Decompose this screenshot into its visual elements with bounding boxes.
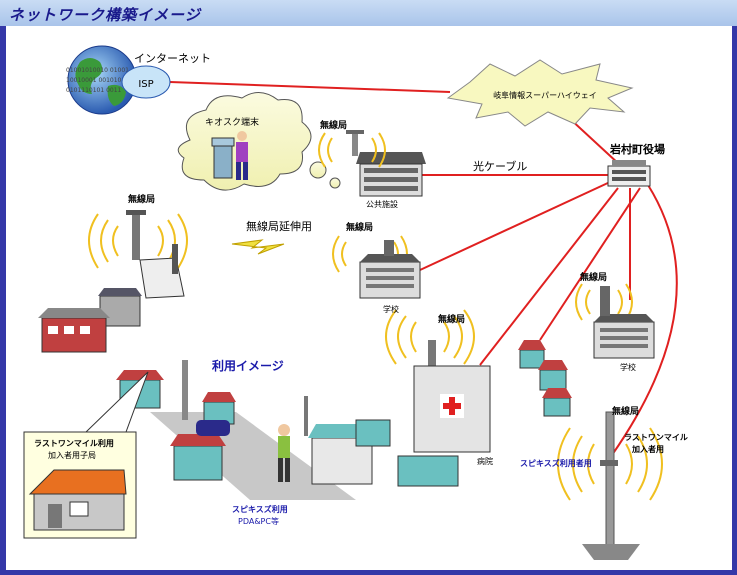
- town-hall-building: [607, 160, 651, 187]
- hotspot-right-label: スピキスズ利用者用: [520, 458, 592, 468]
- town-hall-label: 岩村町役場: [609, 142, 665, 156]
- lastmile-right-label-1: ラストワンマイル: [624, 433, 688, 442]
- wireless-relay-left: [126, 210, 185, 299]
- wireless-left-label: 無線局: [128, 193, 155, 205]
- link-houses: [539, 187, 641, 341]
- wireless-hospital-label: 無線局: [438, 313, 465, 325]
- kiosk-label: キオスク端末: [205, 116, 259, 128]
- school-center-label: 学校: [383, 304, 399, 314]
- fiber-label: 光ケーブル: [473, 159, 527, 173]
- svg-text:10010001 0010101: 10010001 0010101: [66, 77, 125, 84]
- hospital-label: 病院: [477, 456, 493, 466]
- network-diagram: 01001010010 01001 10010001 0010101 01011…: [6, 26, 732, 570]
- wireless-ext-label: 無線局延伸用: [246, 219, 312, 233]
- school-right-building: [593, 286, 655, 359]
- svg-text:0101110101 0011: 0101110101 0011: [66, 87, 122, 94]
- lastmile-tower: [582, 411, 640, 560]
- network-links: [169, 81, 678, 456]
- svg-text:01001010010 01001: 01001010010 01001: [66, 67, 129, 74]
- link-lastmile: [611, 184, 678, 456]
- town-street-scene: [116, 360, 391, 500]
- page-title: ネットワーク構築イメージ: [9, 6, 201, 24]
- right-houses: [518, 340, 572, 417]
- title-bar: ネットワーク構築イメージ: [0, 0, 737, 26]
- pda-label: PDA&PC等: [238, 516, 279, 526]
- kiosk-terminal-icon: [211, 131, 248, 180]
- link-isp-highway: [169, 81, 451, 93]
- isp-node: [121, 65, 171, 99]
- internet-label: インターネット: [134, 52, 211, 65]
- highway-cloud: [446, 59, 634, 127]
- wireless-top-label: 無線局: [320, 119, 347, 131]
- lastmile-left-label-2: 加入者用子局: [48, 450, 96, 460]
- link-hospital: [479, 187, 619, 366]
- wireless-right-label: 無線局: [580, 271, 607, 283]
- lightning-icon: [231, 239, 285, 255]
- subscriber-house-icon: [28, 469, 127, 531]
- wireless-bottom-label: 無線局: [612, 405, 639, 417]
- highway-label: 岐阜情報スーパーハイウェイ: [493, 90, 597, 100]
- wireless-school-label: 無線局: [346, 221, 373, 233]
- lastmile-right-label-2: 加入者用: [631, 444, 664, 454]
- diagram-svg: 01001010010 01001 10010001 0010101 01011…: [23, 45, 688, 560]
- public-facility-label: 公共施設: [366, 199, 398, 209]
- link-school: [419, 181, 611, 271]
- school-right-label: 学校: [620, 362, 636, 372]
- hospital-building: [397, 340, 491, 487]
- hotspot-label: スピキスズ利用: [232, 504, 288, 514]
- school-center-building: [359, 240, 421, 299]
- isp-label: ISP: [138, 79, 153, 90]
- public-facility-building: [346, 130, 426, 197]
- lastmile-left-label-1: ラストワンマイル利用: [34, 438, 114, 448]
- kiosk-cloud: [177, 92, 341, 191]
- usage-image-label: 利用イメージ: [212, 358, 284, 373]
- left-houses: [38, 288, 142, 353]
- internet-globe: 01001010010 01001 10010001 0010101 01011…: [66, 45, 137, 115]
